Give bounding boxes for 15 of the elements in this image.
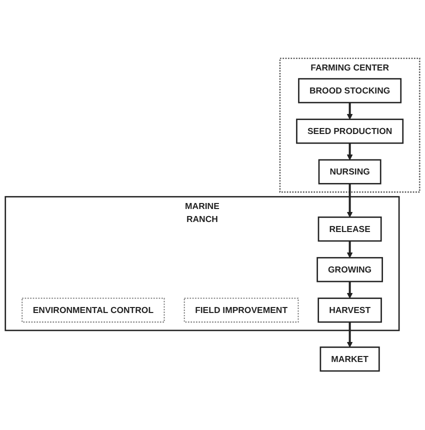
arrow (346, 241, 353, 258)
arrow (346, 102, 353, 120)
node-box: MARKET (320, 346, 380, 372)
node-box: BROOD STOCKING (298, 78, 402, 104)
arrow (346, 184, 353, 218)
node-box: SEED PRODUCTION (296, 119, 404, 144)
arrow (346, 322, 353, 348)
node-box: ENVIRONMENTAL CONTROL (22, 298, 165, 323)
node-box: NURSING (318, 160, 382, 185)
node-box: GROWING (316, 257, 383, 283)
node-box: FIELD IMPROVEMENT (184, 298, 299, 323)
arrow (346, 143, 353, 160)
node-box: RELEASE (318, 216, 382, 242)
arrow (346, 282, 353, 299)
node-box: HARVEST (318, 298, 382, 324)
